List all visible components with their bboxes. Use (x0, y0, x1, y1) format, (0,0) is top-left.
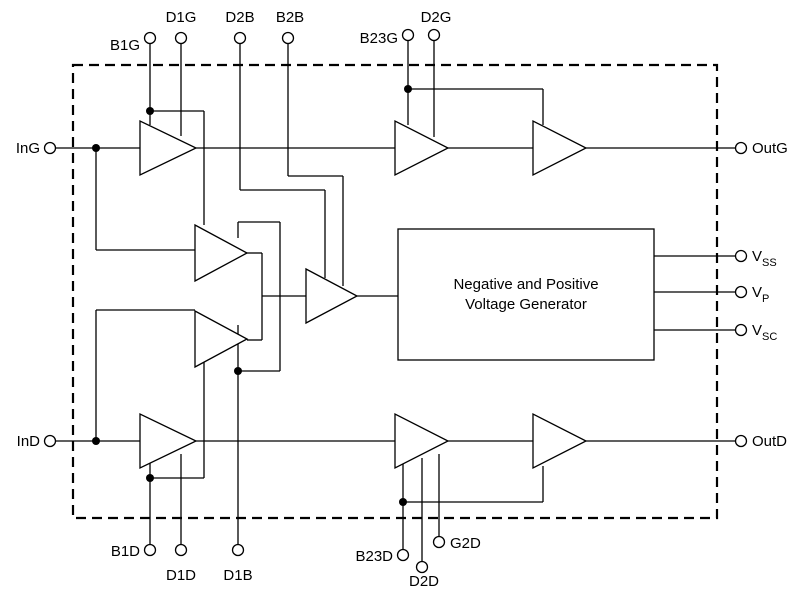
pin-b1d (143, 543, 157, 557)
amplifier-gate-1 (139, 119, 198, 177)
generator-label-line1: Negative and Positive (453, 276, 598, 293)
amplifiers (139, 119, 588, 470)
pin-d2d (415, 560, 429, 574)
label-b2b: B2B (276, 9, 304, 26)
pin-d1b (231, 543, 245, 557)
label-d1g: D1G (166, 9, 197, 26)
label-d2d: D2D (409, 573, 439, 590)
label-vsc: VSC (752, 322, 777, 343)
pin-b2b (281, 31, 295, 45)
junction-dots (92, 85, 412, 506)
amplifier-drain-2 (394, 412, 450, 470)
label-b23d: B23D (355, 548, 393, 565)
pin-outd (734, 434, 748, 448)
amplifier-drain-3 (532, 412, 588, 470)
amplifier-bias-lower (194, 309, 249, 369)
label-outd: OutD (752, 433, 787, 450)
label-d2g: D2G (421, 9, 452, 26)
label-g2d: G2D (450, 535, 481, 552)
pin-vss (734, 249, 748, 263)
pin-b23g (401, 28, 415, 42)
pin-vp (734, 285, 748, 299)
label-ing: InG (16, 140, 40, 157)
label-outg: OutG (752, 140, 788, 157)
label-d2b: D2B (225, 9, 254, 26)
label-d1d: D1D (166, 567, 196, 584)
pin-vsc (734, 323, 748, 337)
amplifier-gate-2 (394, 119, 450, 177)
generator-label-line2: Voltage Generator (465, 296, 587, 313)
pin-outg (734, 141, 748, 155)
pin-labels: B1G D1G D2B B2B B23G D2G InG InD OutG Ou… (16, 9, 788, 590)
pin-ing (43, 141, 57, 155)
pins (43, 28, 748, 574)
pin-d2g (427, 28, 441, 42)
label-ind: InD (17, 433, 41, 450)
pin-ind (43, 434, 57, 448)
pin-b1g (143, 31, 157, 45)
voltage-generator-block: Negative and Positive Voltage Generator (397, 228, 655, 361)
pin-g2d (432, 535, 446, 549)
pin-d1g (174, 31, 188, 45)
amplifier-gate-3 (532, 119, 588, 177)
label-vss: VSS (752, 248, 777, 269)
label-d1b: D1B (223, 567, 252, 584)
pin-d2b (233, 31, 247, 45)
label-b1g: B1G (110, 37, 140, 54)
amplifier-bias-combined (305, 267, 359, 325)
label-b23g: B23G (360, 30, 398, 47)
amplifier-drain-1 (139, 412, 198, 470)
label-b1d: B1D (111, 543, 140, 560)
pin-b23d (396, 548, 410, 562)
pin-d1d (174, 543, 188, 557)
label-vp: VP (752, 284, 769, 305)
amplifier-bias-upper (194, 223, 249, 283)
